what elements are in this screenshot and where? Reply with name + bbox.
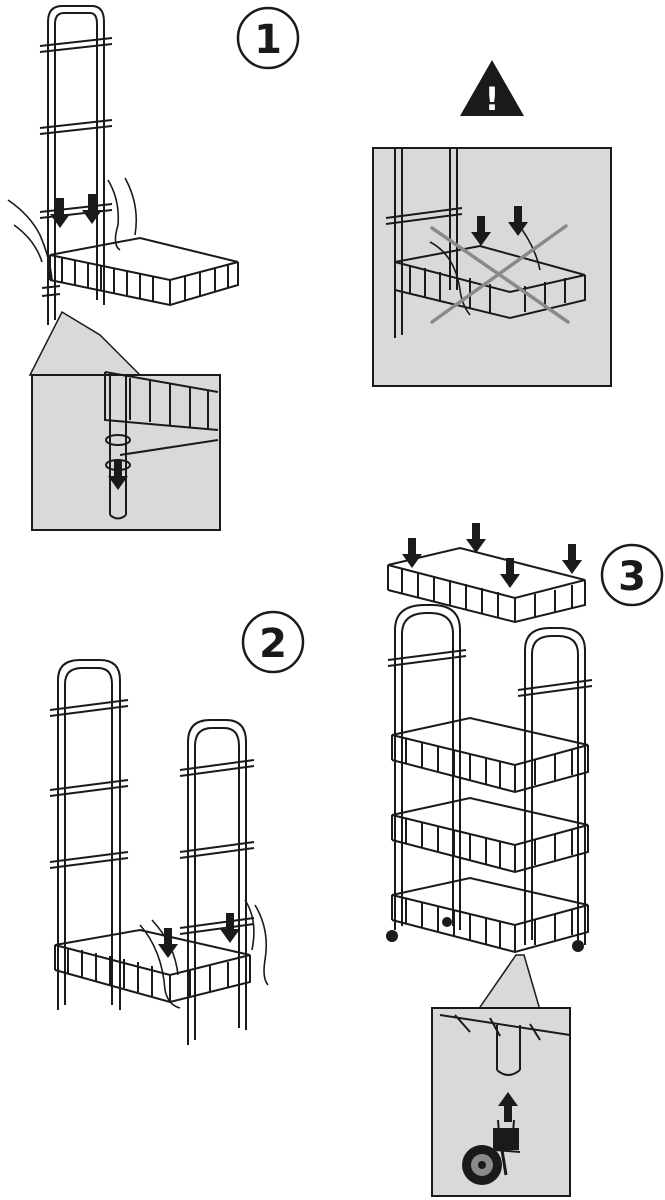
- step-2-illustration: [49, 659, 269, 1045]
- caster-wheel-icon: [462, 1128, 519, 1185]
- down-arrow-icon: [562, 544, 582, 574]
- cross-out-mark: [430, 224, 570, 324]
- warning-symbol: !: [485, 80, 500, 118]
- down-arrow-icon: [50, 198, 70, 228]
- step-3-badge: 3: [600, 543, 664, 607]
- step-1-badge: 1: [236, 6, 300, 70]
- step-1-illustration: [7, 5, 239, 325]
- warning-incorrect-panel: [372, 147, 612, 387]
- caster-wheel-icon: [386, 917, 584, 952]
- step-3-assembled-trolley: [387, 604, 593, 954]
- step-3-wheel-detail-callout: [431, 954, 571, 1197]
- step-2-badge: 2: [241, 610, 305, 674]
- step-3-top-basket: [387, 546, 586, 624]
- warning-triangle-icon: !: [460, 60, 524, 118]
- down-arrow-icon: [402, 538, 422, 568]
- down-arrow-icon: [82, 194, 102, 224]
- step-2-number: 2: [259, 621, 287, 667]
- step-1-number: 1: [254, 17, 282, 63]
- step-3-number: 3: [618, 554, 646, 600]
- step-1-detail-callout: [28, 310, 221, 531]
- down-arrow-icon: [158, 928, 178, 958]
- down-arrow-icon: [466, 523, 486, 553]
